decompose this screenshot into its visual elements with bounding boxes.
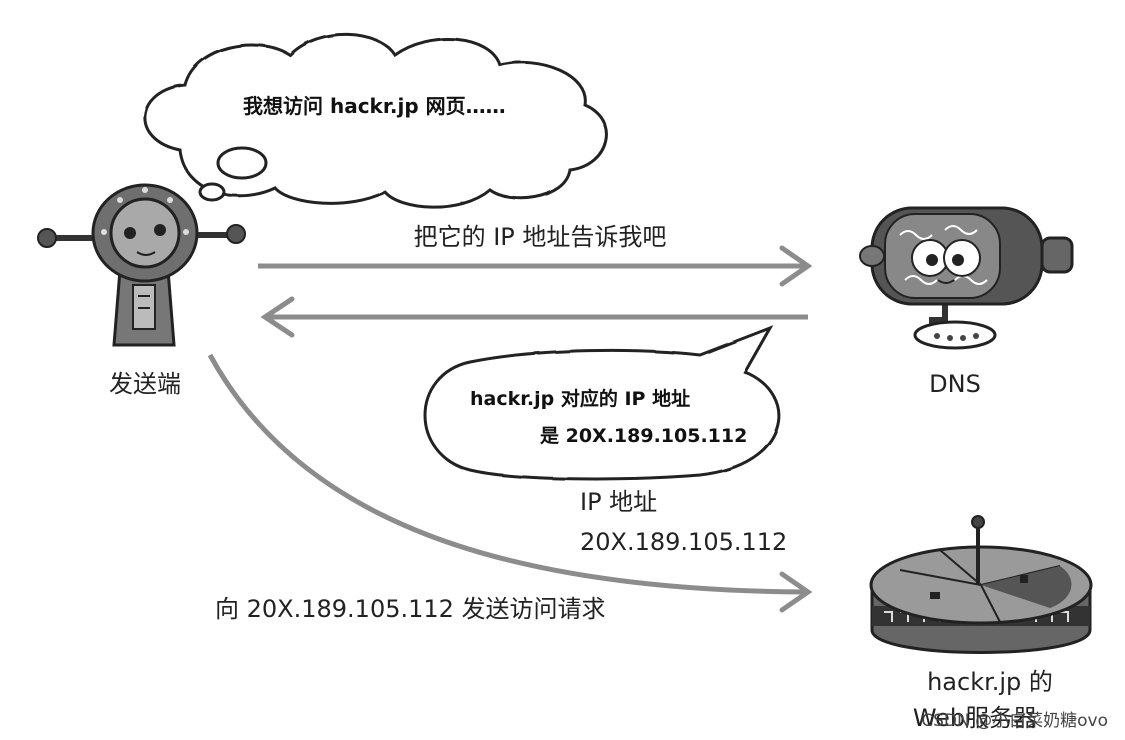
dns-label: DNS: [929, 370, 981, 398]
access-arrow: [207, 353, 813, 613]
access-arrow-label: 向 20X.189.105.112 发送访问请求: [215, 595, 606, 623]
reply-arrow: [260, 296, 808, 338]
dns-reply-line2: 是 20X.189.105.112: [540, 425, 747, 447]
web-server-icon: [869, 515, 1093, 654]
request-arrow: [258, 245, 813, 287]
ip-label-value: 20X.189.105.112: [580, 528, 787, 556]
dns-reply-bubble: hackr.jp 对应的 IP 地址 是 20X.189.105.112: [423, 325, 781, 481]
server-label-line1: hackr.jp 的: [927, 668, 1053, 696]
request-arrow-label: 把它的 IP 地址告诉我吧: [414, 223, 667, 251]
thought-text: 我想访问 hackr.jp 网页……: [243, 94, 506, 118]
dns-server-icon: [859, 206, 1074, 350]
server-label-line2: Web服务器: [913, 704, 1037, 732]
watermark: CSDN @小白菜奶糖ovo: [921, 711, 1108, 731]
ip-label-title: IP 地址: [580, 488, 657, 516]
client-robot-icon: [37, 183, 246, 347]
client-label: 发送端: [109, 370, 181, 398]
dns-reply-line1: hackr.jp 对应的 IP 地址: [470, 387, 690, 410]
thought-bubble: 我想访问 hackr.jp 网页……: [143, 32, 608, 209]
